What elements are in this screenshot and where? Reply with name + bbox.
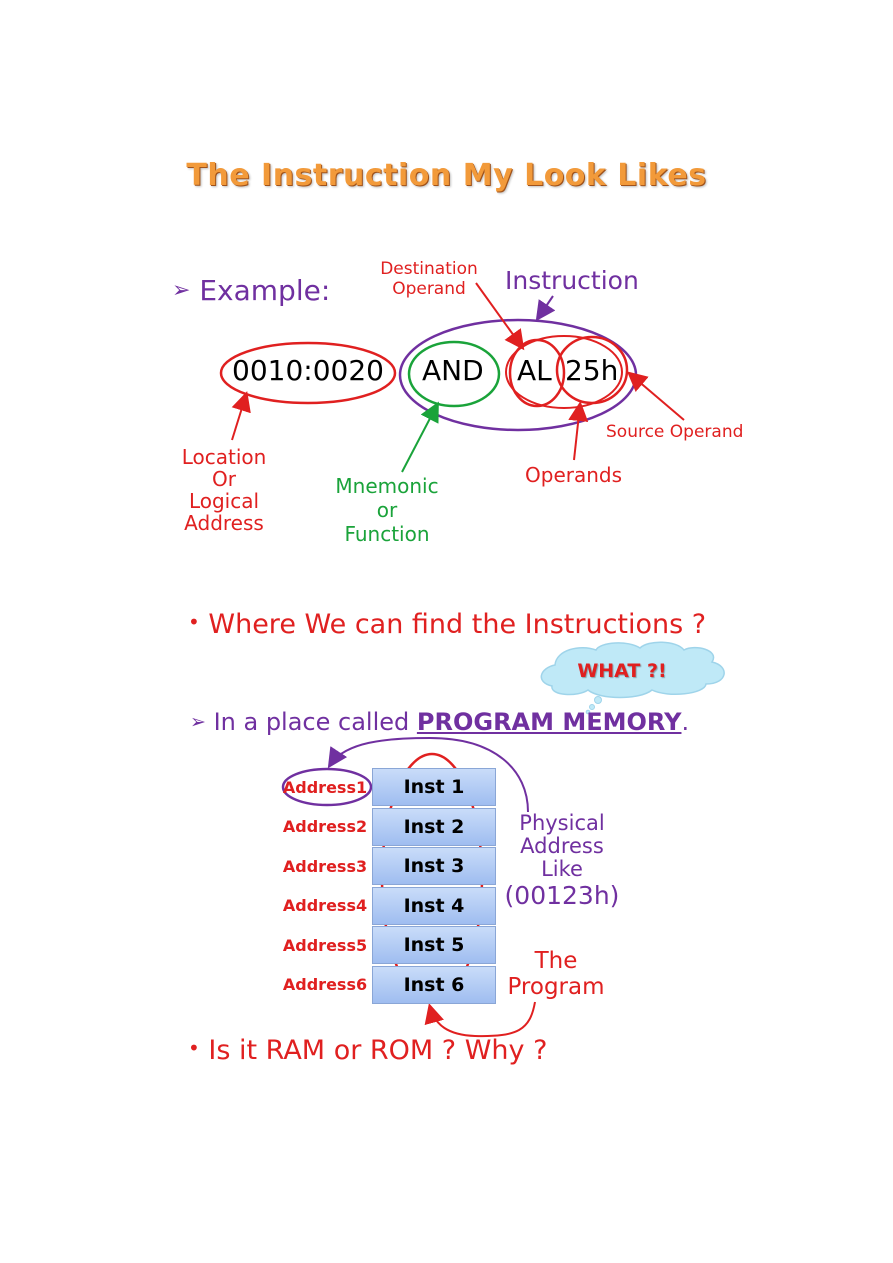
instruction-label: Instruction	[505, 266, 639, 295]
mnemonic-arrow	[401, 401, 439, 473]
src-operand-text: 25h	[565, 354, 619, 387]
example-label: Example:	[199, 274, 331, 307]
logical-address-text: 0010:0020	[232, 354, 384, 387]
program-arrow	[424, 1001, 536, 1038]
page-title: The Instruction My Look Likes	[186, 158, 707, 193]
address1-ellipse	[281, 767, 373, 807]
program-memory-highlight: PROGRAM MEMORY	[416, 708, 682, 736]
memory-cell: Inst 2	[372, 807, 496, 846]
destination-operand-label: Destination Operand	[380, 259, 478, 299]
address-label: Address4	[282, 896, 368, 916]
bullet-icon: •	[188, 1036, 200, 1060]
address-column: Address1 Address2 Address3 Address4 Addr…	[270, 768, 380, 1006]
operands-arrow	[568, 401, 589, 461]
address-label: Address5	[282, 935, 368, 955]
question-ram-rom: • Is it RAM or ROM ? Why ?	[188, 1035, 548, 1066]
physical-address-arrow	[327, 736, 529, 813]
mnemonic-ellipse	[407, 340, 501, 408]
destination-arrow	[475, 282, 525, 351]
operands-label: Operands	[525, 463, 623, 487]
physical-address-note: Physical Address Like (00123h)	[504, 811, 620, 911]
program-memory-table: Inst 1 Inst 2 Inst 3 Inst 4 Inst 5 Inst …	[372, 768, 496, 1006]
memory-cell: Inst 4	[372, 886, 496, 925]
bullet-icon: •	[188, 610, 200, 634]
address-label: Address6	[282, 975, 368, 995]
source-operand-label: Source Operand	[606, 422, 744, 442]
address-label: Address3	[282, 856, 368, 876]
location-arrow	[231, 391, 251, 441]
cloud-icon	[540, 641, 725, 715]
question-where: • Where We can find the Instructions ?	[188, 609, 707, 640]
instruction-arrow	[535, 295, 556, 322]
what-cloud-text: WHAT ?!	[577, 660, 667, 682]
memory-cell: Inst 6	[372, 965, 496, 1004]
arrow-bullet-icon: ➢	[190, 711, 206, 733]
mnemonic-text: AND	[422, 354, 484, 387]
operands-ellipse	[505, 335, 623, 409]
address-label: Address1	[282, 777, 368, 797]
memory-cell: Inst 3	[372, 847, 496, 886]
example-heading: ➢ Example:	[172, 274, 330, 307]
program-note: The Program	[507, 948, 605, 1000]
arrow-bullet-icon: ➢	[172, 278, 191, 303]
memory-cell: Inst 1	[372, 768, 496, 806]
source-operand-arrow	[626, 371, 685, 421]
memory-cell: Inst 5	[372, 926, 496, 965]
location-label: Location Or Logical Address	[181, 445, 267, 535]
mnemonic-label: Mnemonic or Function	[335, 474, 439, 546]
address-label: Address2	[282, 817, 368, 837]
answer-line: ➢ In a place called PROGRAM MEMORY.	[190, 708, 690, 736]
address-ellipse	[219, 341, 397, 405]
dest-operand-text: AL	[517, 354, 552, 387]
